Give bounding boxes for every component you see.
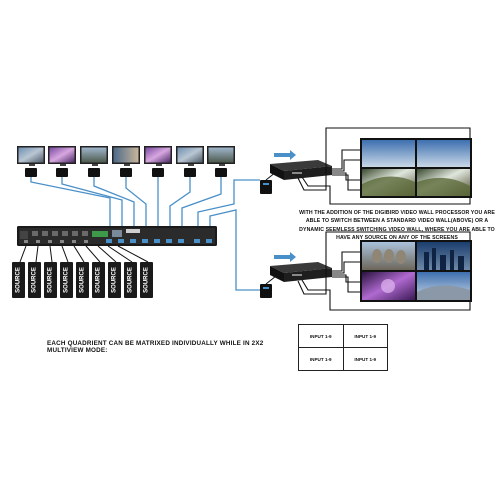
wall-top-cables — [297, 127, 471, 205]
source-label: SOURCE — [32, 267, 38, 293]
source-label: SOURCE — [128, 267, 134, 293]
display-3 — [80, 146, 108, 166]
display-4 — [112, 146, 140, 166]
receiver-top — [260, 180, 272, 194]
wall-bottom-cables — [297, 231, 471, 311]
quadrant-cell-top-left: INPUT 1-9 — [298, 324, 344, 348]
receiver-2 — [56, 168, 68, 177]
receiver-1 — [25, 168, 37, 177]
source-label: SOURCE — [80, 267, 86, 293]
processor-bottom — [270, 252, 332, 282]
source-box: SOURCE — [60, 262, 73, 298]
processor-receivers — [260, 171, 277, 298]
source-box: SOURCE — [12, 262, 25, 298]
display-row — [17, 146, 235, 166]
source-devices: SOURCE SOURCE SOURCE SOURCE SOURCE SOURCE SOUR… — [12, 262, 153, 298]
quadrant-title: EACH QUADRIENT CAN BE MATRIXED INDIVIDUA… — [47, 340, 264, 354]
source-label: SOURCE — [144, 267, 150, 293]
display-2 — [48, 146, 76, 166]
source-cables — [19, 245, 149, 263]
source-label: SOURCE — [64, 267, 70, 293]
quadrant-cell-bottom-right: INPUT 1-9 — [342, 347, 388, 371]
source-box: SOURCE — [140, 262, 153, 298]
matrix-switcher — [17, 226, 217, 246]
display-1 — [17, 146, 45, 166]
quadrant-table: INPUT 1-9 INPUT 1-9 INPUT 1-9 INPUT 1-9 — [298, 324, 388, 371]
blue-cables — [30, 177, 260, 291]
receiver-5 — [152, 168, 164, 177]
display-6 — [176, 146, 204, 166]
source-box: SOURCE — [92, 262, 105, 298]
receiver-bottom — [260, 284, 272, 298]
receiver-6 — [184, 168, 196, 177]
processor-top — [270, 150, 332, 180]
source-box: SOURCE — [124, 262, 137, 298]
quadrant-row: INPUT 1-9 INPUT 1-9 — [298, 324, 388, 348]
video-wall-top — [360, 138, 472, 198]
source-label: SOURCE — [48, 267, 54, 293]
receiver-4 — [120, 168, 132, 177]
display-7 — [207, 146, 235, 166]
display-5 — [144, 146, 172, 166]
receiver-3 — [88, 168, 100, 177]
description-text: WITH THE ADDITION OF THE DIGIBIRD VIDEO … — [299, 210, 495, 242]
video-wall-bottom — [360, 240, 472, 302]
quadrant-row: INPUT 1-9 INPUT 1-9 — [298, 347, 388, 371]
receiver-7 — [215, 168, 227, 177]
source-box: SOURCE — [28, 262, 41, 298]
source-label: SOURCE — [96, 267, 102, 293]
quadrant-cell-bottom-left: INPUT 1-9 — [298, 347, 344, 371]
source-box: SOURCE — [44, 262, 57, 298]
source-label: SOURCE — [16, 267, 22, 293]
quadrant-cell-top-right: INPUT 1-9 — [342, 324, 388, 348]
source-box: SOURCE — [76, 262, 89, 298]
source-label: SOURCE — [112, 267, 118, 293]
receiver-row — [25, 168, 227, 177]
source-box: SOURCE — [108, 262, 121, 298]
